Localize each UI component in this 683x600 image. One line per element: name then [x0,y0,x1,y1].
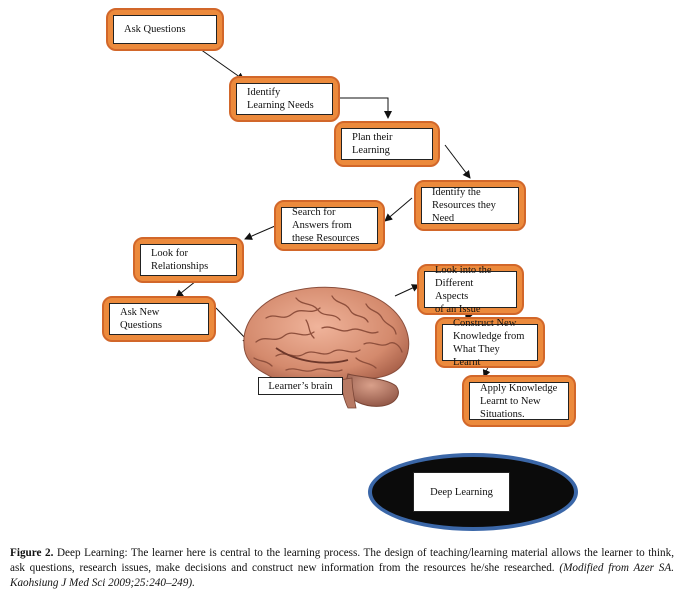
arrow-plan-to-resources [444,144,471,179]
caption-text: Deep Learning: The learner here is centr… [10,547,674,574]
node-look-relationships: Look for Relationships [133,237,244,283]
brain-label: Learner’s brain [258,377,343,395]
node-plan-learning-label: Plan their Learning [341,128,433,160]
node-look-relationships-label: Look for Relationships [140,244,237,276]
arrow-identify-to-plan [337,97,392,119]
node-ask-new-questions-label: Ask New Questions [109,303,209,335]
arrow-relationships-to-ask-new [175,280,197,298]
arrow-ask-to-identify [199,48,245,81]
deep-learning-label: Deep Learning [413,472,510,512]
node-look-aspects: Look into the Different Aspects of an Is… [417,264,524,315]
node-apply-knowledge: Apply Knowledge Learnt to New Situations… [462,375,576,427]
caption-figure-number: Figure 2. [10,547,54,559]
caption-source: (Modified from Azer SA. Kaohsiung J Med … [10,562,674,589]
figure-caption: Figure 2. Deep Learning: The learner her… [10,546,674,591]
node-ask-new-questions: Ask New Questions [102,296,216,342]
node-look-aspects-label: Look into the Different Aspects of an Is… [424,265,517,315]
node-construct-knowledge: Construct New Knowledge from What They L… [435,317,545,368]
node-identify-resources-label: Identify the Resources they Need [421,187,519,224]
node-ask-questions-label: Ask Questions [113,15,217,44]
node-plan-learning: Plan their Learning [334,121,440,167]
node-construct-knowledge-label: Construct New Knowledge from What They L… [442,318,538,368]
arrow-brain-to-aspects [394,284,420,297]
arrow-resources-to-search [384,197,413,222]
node-search-answers-label: Search for Answers from these Resources [281,207,378,244]
node-identify-learning-needs: Identify Learning Needs [229,76,340,122]
node-identify-learning-needs-label: Identify Learning Needs [236,83,333,115]
node-search-answers: Search for Answers from these Resources [274,200,385,251]
arrow-search-to-relationships [244,225,276,240]
node-ask-questions: Ask Questions [106,8,224,51]
node-identify-resources: Identify the Resources they Need [414,180,526,231]
node-apply-knowledge-label: Apply Knowledge Learnt to New Situations… [469,382,569,420]
